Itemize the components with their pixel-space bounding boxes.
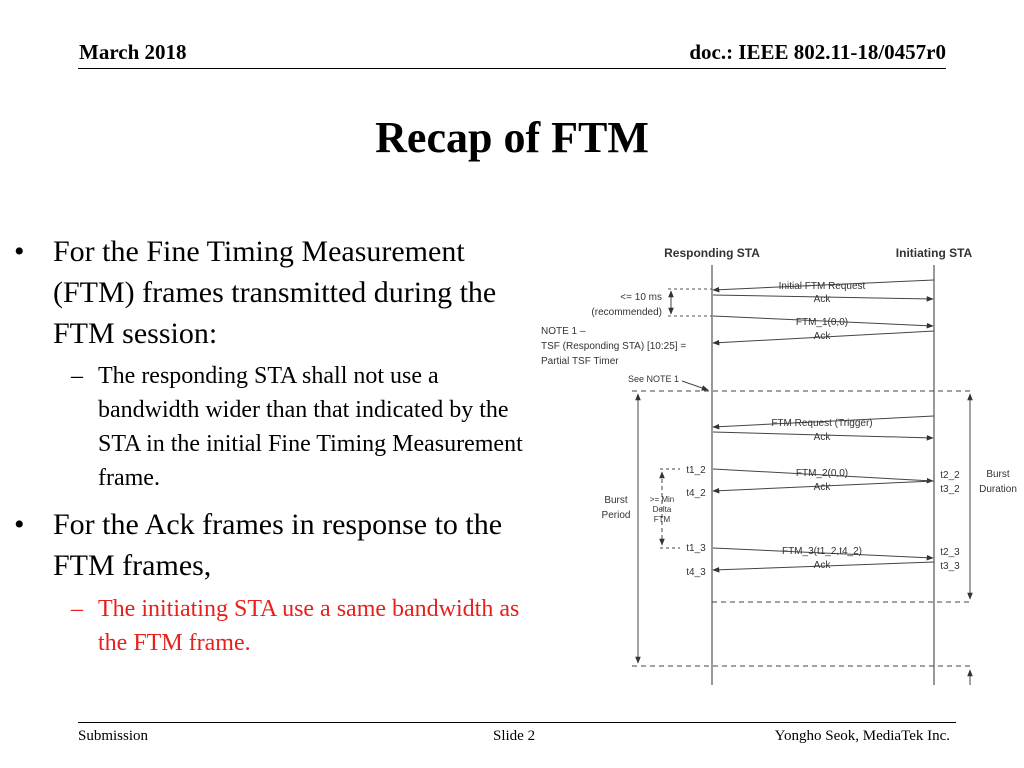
- ack-arrow: [712, 561, 935, 573]
- initial-ftm-request-arrow: [712, 279, 935, 293]
- burst-period-label-1: Burst: [604, 495, 628, 506]
- t2-3-label: t2_3: [940, 547, 960, 558]
- t4-2-label: t4_2: [686, 488, 706, 499]
- ack-arrow: [712, 480, 935, 494]
- header-doc-id: doc.: IEEE 802.11-18/0457r0: [689, 40, 946, 64]
- ftm-1-label: FTM_1(0,0): [796, 317, 848, 328]
- ack-label: Ack: [814, 331, 832, 342]
- note1-line3: Partial TSF Timer: [541, 356, 619, 367]
- footer-submission: Submission: [78, 728, 149, 744]
- responding-sta-label: Responding STA: [664, 246, 760, 260]
- see-note1-pointer: [681, 380, 709, 391]
- see-note1-label: See NOTE 1: [628, 374, 679, 384]
- bullet-dot-icon: •: [14, 508, 25, 541]
- initial-ftm-request-label: Initial FTM Request: [779, 281, 866, 292]
- footer-divider: [78, 722, 956, 723]
- burst-duration-label-1: Burst: [986, 469, 1010, 480]
- bullet-text: For the Fine Timing Measurement (FTM) fr…: [53, 235, 497, 350]
- dash-icon: –: [71, 596, 83, 622]
- header-divider: [78, 68, 946, 69]
- bullet-text: For the Ack frames in response to the FT…: [53, 508, 503, 582]
- ftm-1-arrow: [712, 315, 934, 329]
- sub-bullet-text: The initiating STA use a same bandwidth …: [98, 596, 520, 656]
- t3-2-label: t3_2: [940, 484, 960, 495]
- timeout-label: <= 10 ms: [620, 292, 662, 303]
- note1-line1: NOTE 1 –: [541, 326, 586, 337]
- note1-line2: TSF (Responding STA) [10:25] =: [541, 341, 686, 352]
- t4-3-label: t4_3: [686, 567, 706, 578]
- dash-icon: –: [71, 363, 83, 389]
- t1-3-label: t1_3: [686, 543, 706, 554]
- ftm-3-label: FTM_3(t1_2,t4_2): [782, 546, 862, 557]
- min-delta-label-1: >= Min: [650, 495, 674, 504]
- ftm-request-trigger-arrow: [712, 415, 935, 430]
- ftm-request-trigger-label: FTM Request (Trigger): [771, 418, 872, 429]
- burst-duration-label-2: Duration: [979, 484, 1017, 495]
- ack-label: Ack: [814, 482, 832, 493]
- ack-label: Ack: [814, 294, 832, 305]
- ack-arrow: [712, 431, 934, 441]
- footer-author: Yongho Seok, MediaTek Inc.: [774, 728, 950, 744]
- ack-label: Ack: [814, 560, 832, 571]
- bullet-dot-icon: •: [14, 235, 25, 268]
- ftm-sequence-diagram: Responding STA Initiating STA Initial FT…: [541, 246, 1017, 685]
- ftm-2-label: FTM_2(0,0): [796, 468, 848, 479]
- recommended-label: (recommended): [591, 307, 662, 318]
- sub-bullet-text: The responding STA shall not use a bandw…: [98, 363, 523, 491]
- t3-3-label: t3_3: [940, 561, 960, 572]
- min-delta-label-3: FTM: [654, 515, 671, 524]
- ack-arrow: [712, 330, 935, 346]
- ftm-3-arrow: [712, 547, 934, 561]
- ack-label: Ack: [814, 432, 832, 443]
- ftm-2-arrow: [712, 468, 934, 484]
- header-date: March 2018: [79, 40, 187, 64]
- burst-period-label-2: Period: [602, 510, 631, 521]
- ack-arrow: [712, 294, 934, 302]
- initiating-sta-label: Initiating STA: [896, 246, 973, 260]
- t2-2-label: t2_2: [940, 470, 960, 481]
- footer-slide-number: Slide 2: [493, 728, 536, 744]
- t1-2-label: t1_2: [686, 465, 706, 476]
- slide-title: Recap of FTM: [375, 113, 649, 162]
- min-delta-label-2: Delta: [653, 505, 672, 514]
